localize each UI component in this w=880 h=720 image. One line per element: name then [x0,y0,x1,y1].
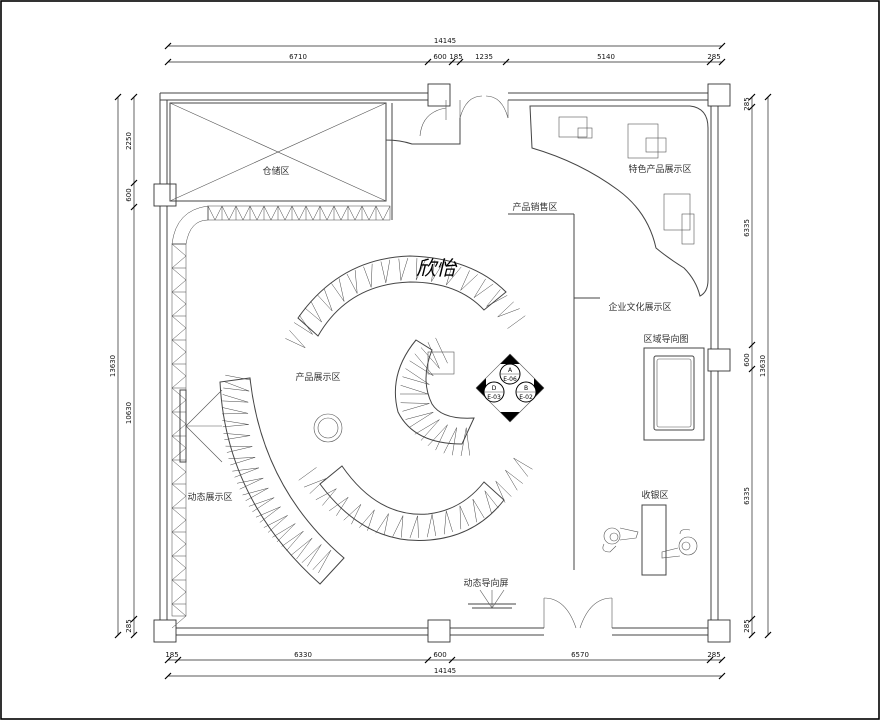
bottom-seg-5: 285 [707,651,720,659]
marker-b-code: E-02 [519,394,533,401]
column-bottom-right [707,619,731,643]
top-seg-6: 285 [707,53,720,61]
bottom-seg-2: 6330 [294,651,312,659]
culture-zone: 企业文化展示区 [574,297,672,313]
marker-a: A [508,367,513,374]
left-dimensions: 13630 2250 600 10630 285 [109,93,138,639]
dynamic-screen: 动态导向屏 [463,577,516,609]
featured-label: 特色产品展示区 [628,163,691,175]
brand-logo-text: 欣怡 [416,256,458,280]
marker-a-code: E-06 [503,376,517,383]
top-seg-2: 600 [433,53,446,61]
bottom-dimensions: 185 6330 600 6570 285 14145 [164,651,726,680]
right-seg-3: 600 [743,353,751,366]
right-seg-1: 285 [743,97,751,110]
top-seg-3: 185 [449,53,462,61]
column-top-mid [427,83,451,107]
truss-shelf-left [171,243,187,629]
entrance-door-top [419,95,509,137]
storage-zone: 仓储区 [169,102,461,220]
area-map-board: 区域导向图 [643,333,705,441]
top-seg-4: 1235 [475,53,493,61]
truss-shelf-top [171,205,391,245]
column-right-mid [707,348,731,372]
entrance-door-bottom [543,597,613,629]
dynamic-display-zone: 动态展示区 [179,389,233,503]
top-seg-5: 5140 [597,53,615,61]
top-dimensions: 14145 6710 600 185 1235 5140 285 [164,37,726,66]
left-total-dim: 13630 [109,355,117,377]
marker-d: D [492,385,497,392]
column-top-right [707,83,731,107]
sales-zone: 产品销售区 [508,201,575,570]
column-bottom-left [153,619,177,643]
bottom-seg-1: 185 [165,651,178,659]
right-total-dim: 13630 [759,355,767,377]
cashier-zone: 收银区 [602,489,698,576]
featured-product-zone: 特色产品展示区 [529,105,709,297]
person-figure-left [602,527,639,553]
cashier-label: 收银区 [641,489,668,501]
area-map-label: 区域导向图 [643,333,688,345]
sales-label: 产品销售区 [512,201,557,213]
dynamic-screen-label: 动态导向屏 [463,577,508,589]
bottom-total-dim: 14145 [434,667,456,675]
marker-b: B [524,385,528,392]
bottom-seg-4: 6570 [571,651,589,659]
column-left-top [153,183,177,207]
column-bottom-mid [427,619,451,643]
left-seg-1: 2250 [125,132,133,150]
right-dimensions: 285 6335 600 6335 285 13630 [743,93,772,639]
top-seg-1: 6710 [289,53,307,61]
storage-label: 仓储区 [262,165,289,177]
marker-d-code: E-03 [487,394,501,401]
top-total-dim: 14145 [434,37,456,45]
bottom-seg-3: 600 [433,651,446,659]
left-seg-3: 10630 [125,402,133,424]
section-index-marker: A E-06 D E-03 B E-02 [475,353,545,423]
left-seg-2: 600 [125,188,133,201]
right-seg-4: 6335 [743,487,751,505]
right-seg-5: 285 [743,619,751,632]
right-seg-2: 6335 [743,219,751,237]
dynamic-display-label: 动态展示区 [187,491,232,503]
product-display-zone: 产品展示区 欣怡 [219,255,533,585]
person-figure-right [661,529,698,559]
left-seg-4: 285 [125,619,133,632]
product-display-label: 产品展示区 [295,371,340,383]
culture-label: 企业文化展示区 [608,301,671,313]
